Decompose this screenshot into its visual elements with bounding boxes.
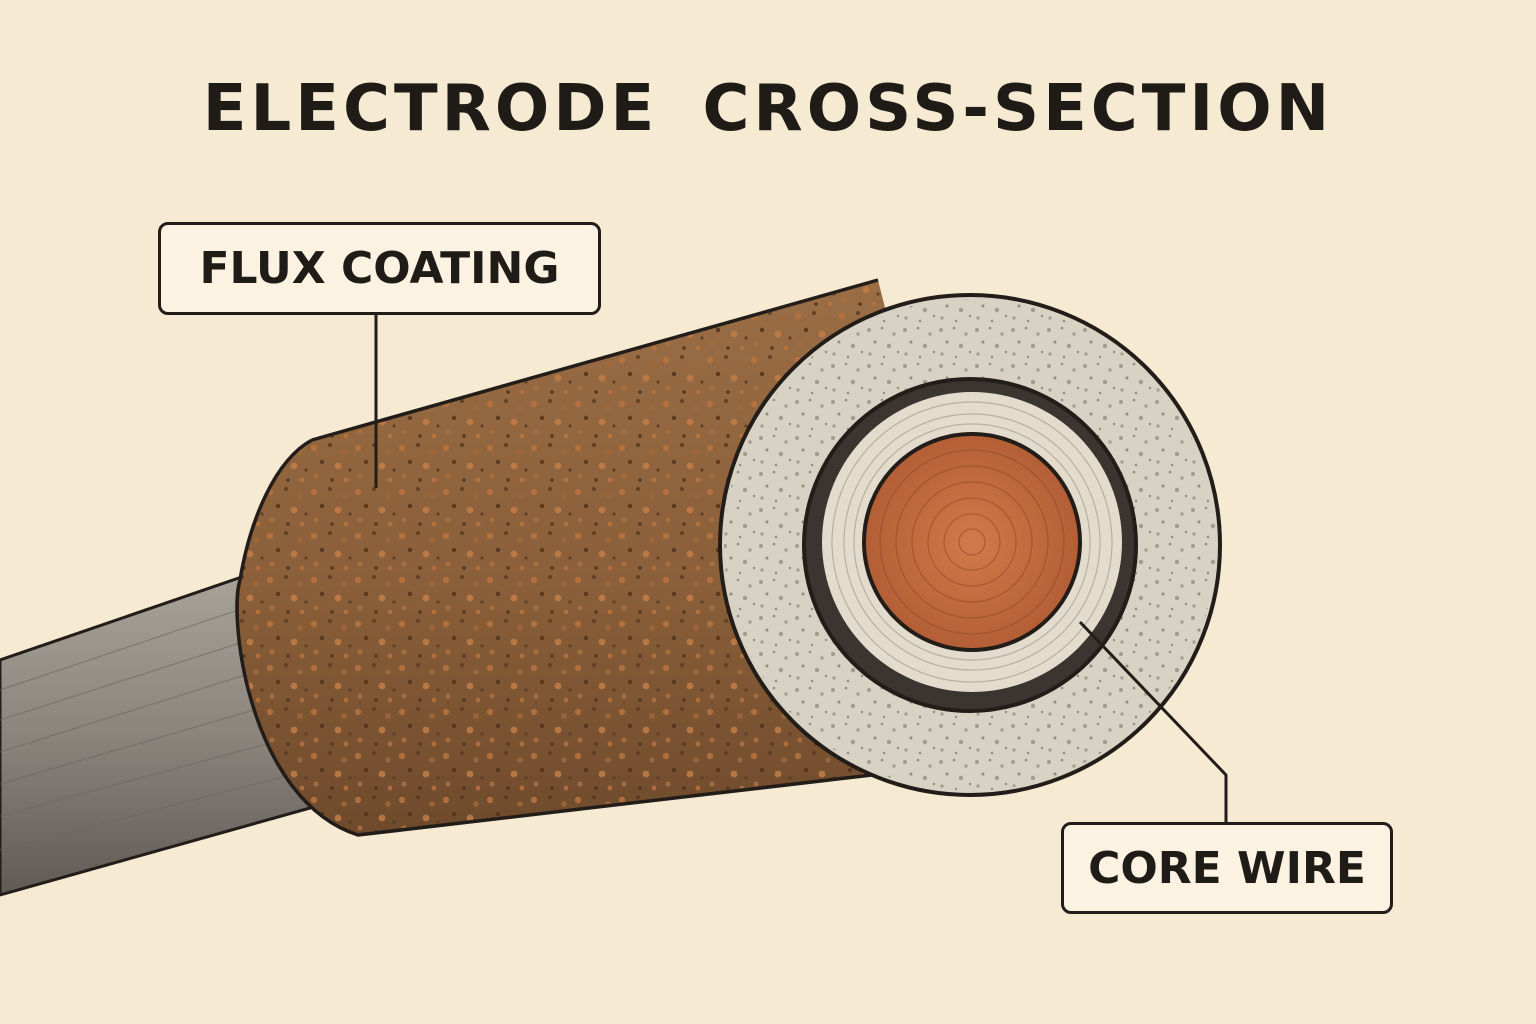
core-wire-label-text: CORE WIRE [1088,842,1366,894]
diagram-title: ELECTRODE CROSS-SECTION [202,72,1334,146]
flux-coating-label: FLUX COATING [158,222,601,315]
core-wire-leader [1078,620,1228,822]
core-wire-label: CORE WIRE [1061,822,1393,914]
flux-coating-label-text: FLUX COATING [199,243,560,294]
cross-section-face [718,293,1222,797]
